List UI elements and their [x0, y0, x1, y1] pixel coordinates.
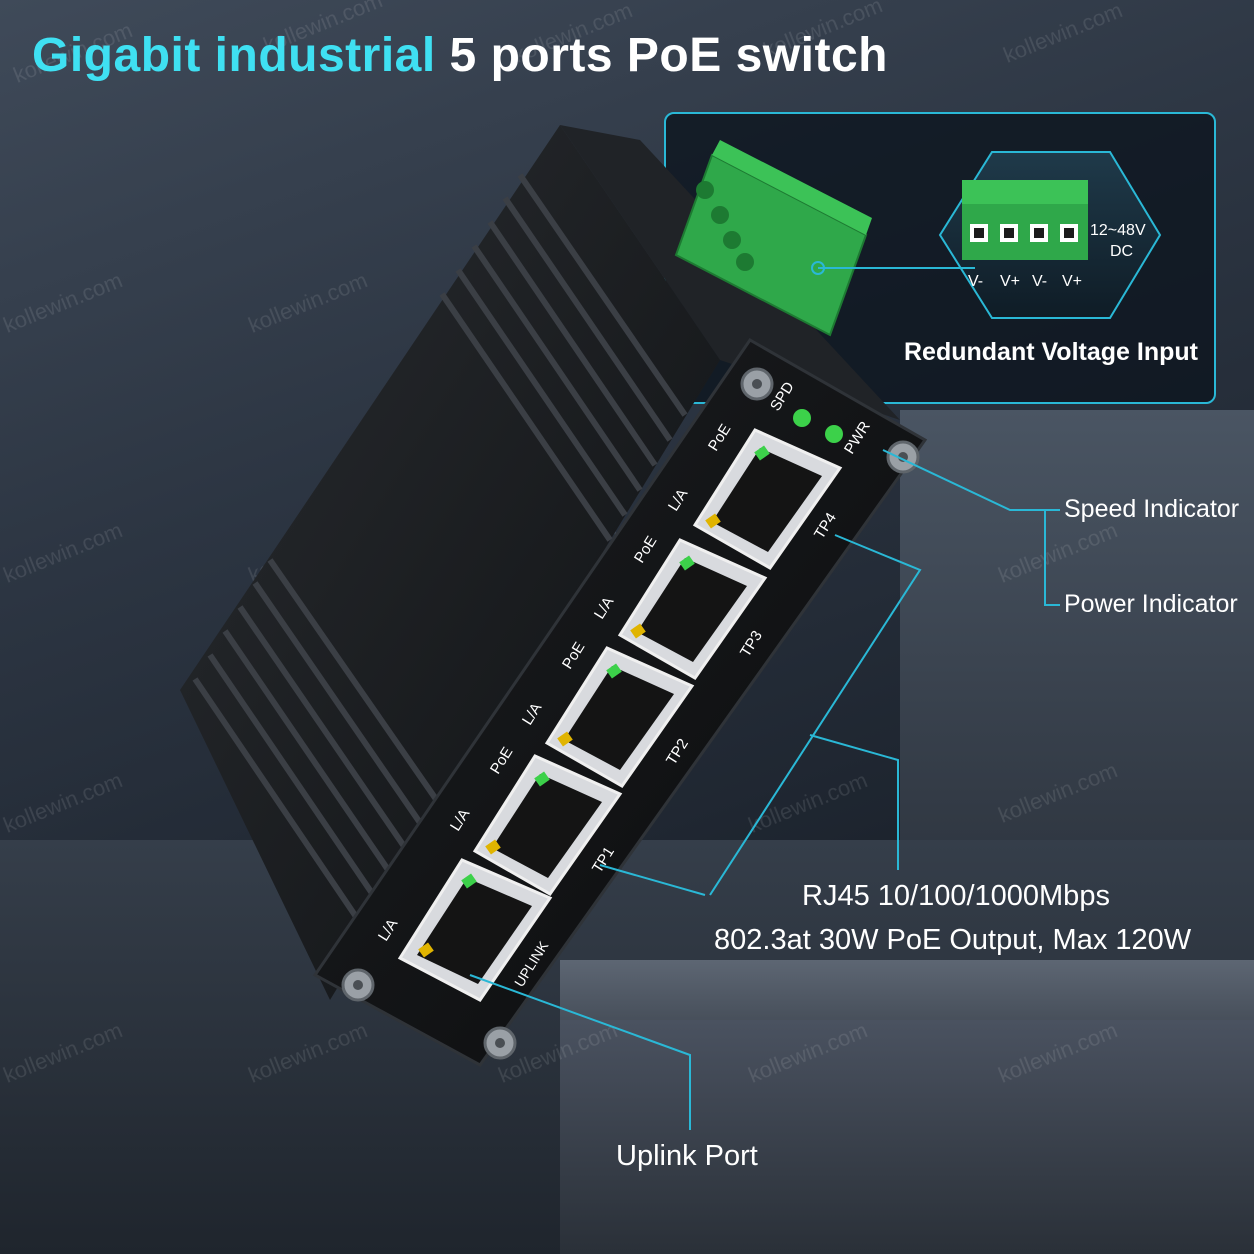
terminal-zoom-icon — [962, 180, 1088, 260]
rj45-port-tp3[interactable] — [617, 538, 768, 680]
terminal-block — [674, 140, 872, 337]
callout-lines — [469, 261, 1060, 1130]
speed-led-icon — [793, 409, 811, 427]
title-part-rest: 5 ports PoE switch — [449, 29, 888, 82]
title-part-highlight: Gigabit industrial — [32, 29, 450, 82]
power-led-icon — [825, 425, 843, 443]
redundant-voltage-label: Redundant Voltage Input — [904, 338, 1198, 366]
uplink-port-label: Uplink Port — [616, 1140, 758, 1172]
speed-indicator-label: Speed Indicator — [1064, 495, 1240, 523]
rj45-port-tp2[interactable] — [544, 646, 695, 788]
rj45-port-tp1[interactable] — [472, 754, 623, 896]
terminal-label-1: V- — [968, 273, 983, 290]
page-title: Gigabit industrial 5 ports PoE switch — [32, 28, 888, 83]
terminal-label-2: V+ — [1000, 273, 1020, 290]
background-step-top — [560, 960, 1254, 1030]
power-indicator-label: Power Indicator — [1064, 590, 1238, 618]
poe-spec-label: 802.3at 30W PoE Output, Max 120W — [714, 924, 1192, 956]
cooling-fins — [192, 173, 688, 932]
rj45-port-tp4[interactable] — [692, 428, 843, 570]
screw-icon — [483, 1026, 517, 1060]
voltage-range-line1: 12~48V — [1090, 222, 1146, 239]
screw-icon — [341, 968, 375, 1002]
terminal-label-4: V+ — [1062, 273, 1082, 290]
rj45-spec-label: RJ45 10/100/1000Mbps — [802, 880, 1110, 912]
terminal-label-3: V- — [1032, 273, 1047, 290]
rj45-port-uplink[interactable] — [397, 858, 553, 1002]
screw-icon — [740, 367, 774, 401]
voltage-range-line2: DC — [1110, 243, 1133, 260]
background-step — [560, 1020, 1254, 1254]
screw-icon — [886, 440, 920, 474]
